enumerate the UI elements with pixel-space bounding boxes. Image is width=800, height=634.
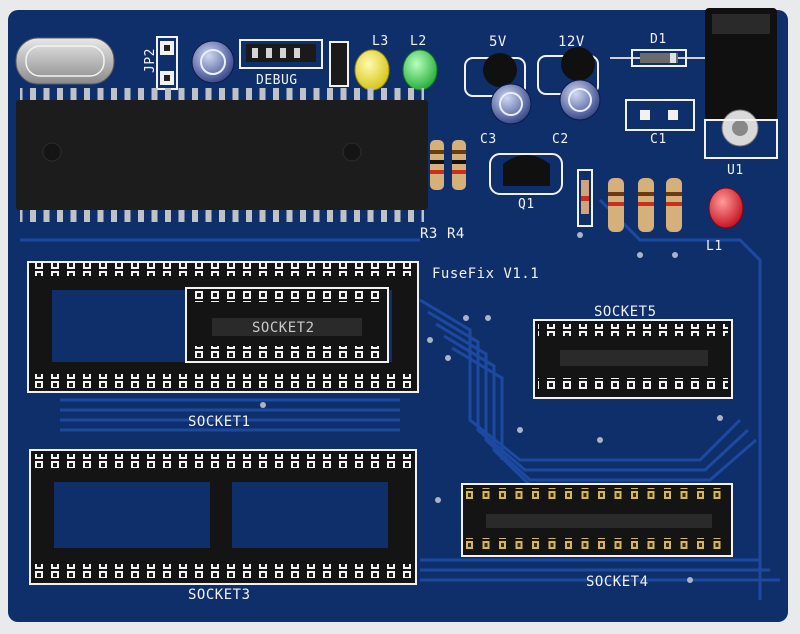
crystal-oscillator bbox=[15, 37, 115, 85]
label-l1: L1 bbox=[706, 239, 723, 254]
label-l3: L3 bbox=[372, 34, 389, 49]
label-l2: L2 bbox=[410, 34, 427, 49]
jp2-jumper bbox=[156, 36, 178, 90]
label-socket5: SOCKET5 bbox=[594, 304, 657, 320]
label-jp2: JP2 bbox=[142, 48, 158, 73]
capacitor-top-left bbox=[191, 40, 235, 84]
dc-power-jack bbox=[704, 8, 778, 159]
microcontroller-dip40 bbox=[16, 88, 428, 222]
resistors-r3-r4 bbox=[430, 140, 466, 190]
transistor-q1 bbox=[489, 153, 563, 195]
label-socket4: SOCKET4 bbox=[586, 574, 649, 590]
led-l2-green bbox=[402, 49, 438, 91]
copper-traces bbox=[20, 198, 780, 600]
jumper-block bbox=[329, 41, 349, 87]
label-u1: U1 bbox=[727, 163, 744, 178]
socket5 bbox=[533, 319, 733, 399]
label-socket3: SOCKET3 bbox=[188, 587, 251, 603]
board-title: FuseFix V1.1 bbox=[432, 266, 540, 282]
socket4 bbox=[461, 483, 733, 557]
label-c2: C2 bbox=[552, 132, 569, 147]
capacitor-c3 bbox=[490, 83, 532, 125]
label-c1: C1 bbox=[650, 132, 667, 147]
label-r3: R3 bbox=[420, 226, 438, 242]
diode-d1 bbox=[610, 49, 706, 67]
debug-header bbox=[239, 39, 323, 69]
socket3 bbox=[29, 449, 417, 585]
label-12v: 12V bbox=[558, 34, 585, 50]
led-l3-yellow bbox=[354, 49, 390, 91]
label-5v: 5V bbox=[489, 34, 507, 50]
label-socket2: SOCKET2 bbox=[252, 320, 315, 336]
label-debug: DEBUG bbox=[256, 73, 298, 88]
label-c3: C3 bbox=[480, 132, 497, 147]
label-socket1: SOCKET1 bbox=[188, 414, 251, 430]
capacitor-c2 bbox=[559, 79, 601, 121]
socket2 bbox=[185, 287, 389, 363]
label-q1: Q1 bbox=[518, 197, 535, 212]
resistor-bank bbox=[577, 169, 682, 232]
label-r4: R4 bbox=[447, 226, 465, 242]
label-d1: D1 bbox=[650, 32, 667, 47]
capacitor-c1-footprint bbox=[625, 99, 695, 131]
led-l1-red bbox=[708, 187, 744, 229]
